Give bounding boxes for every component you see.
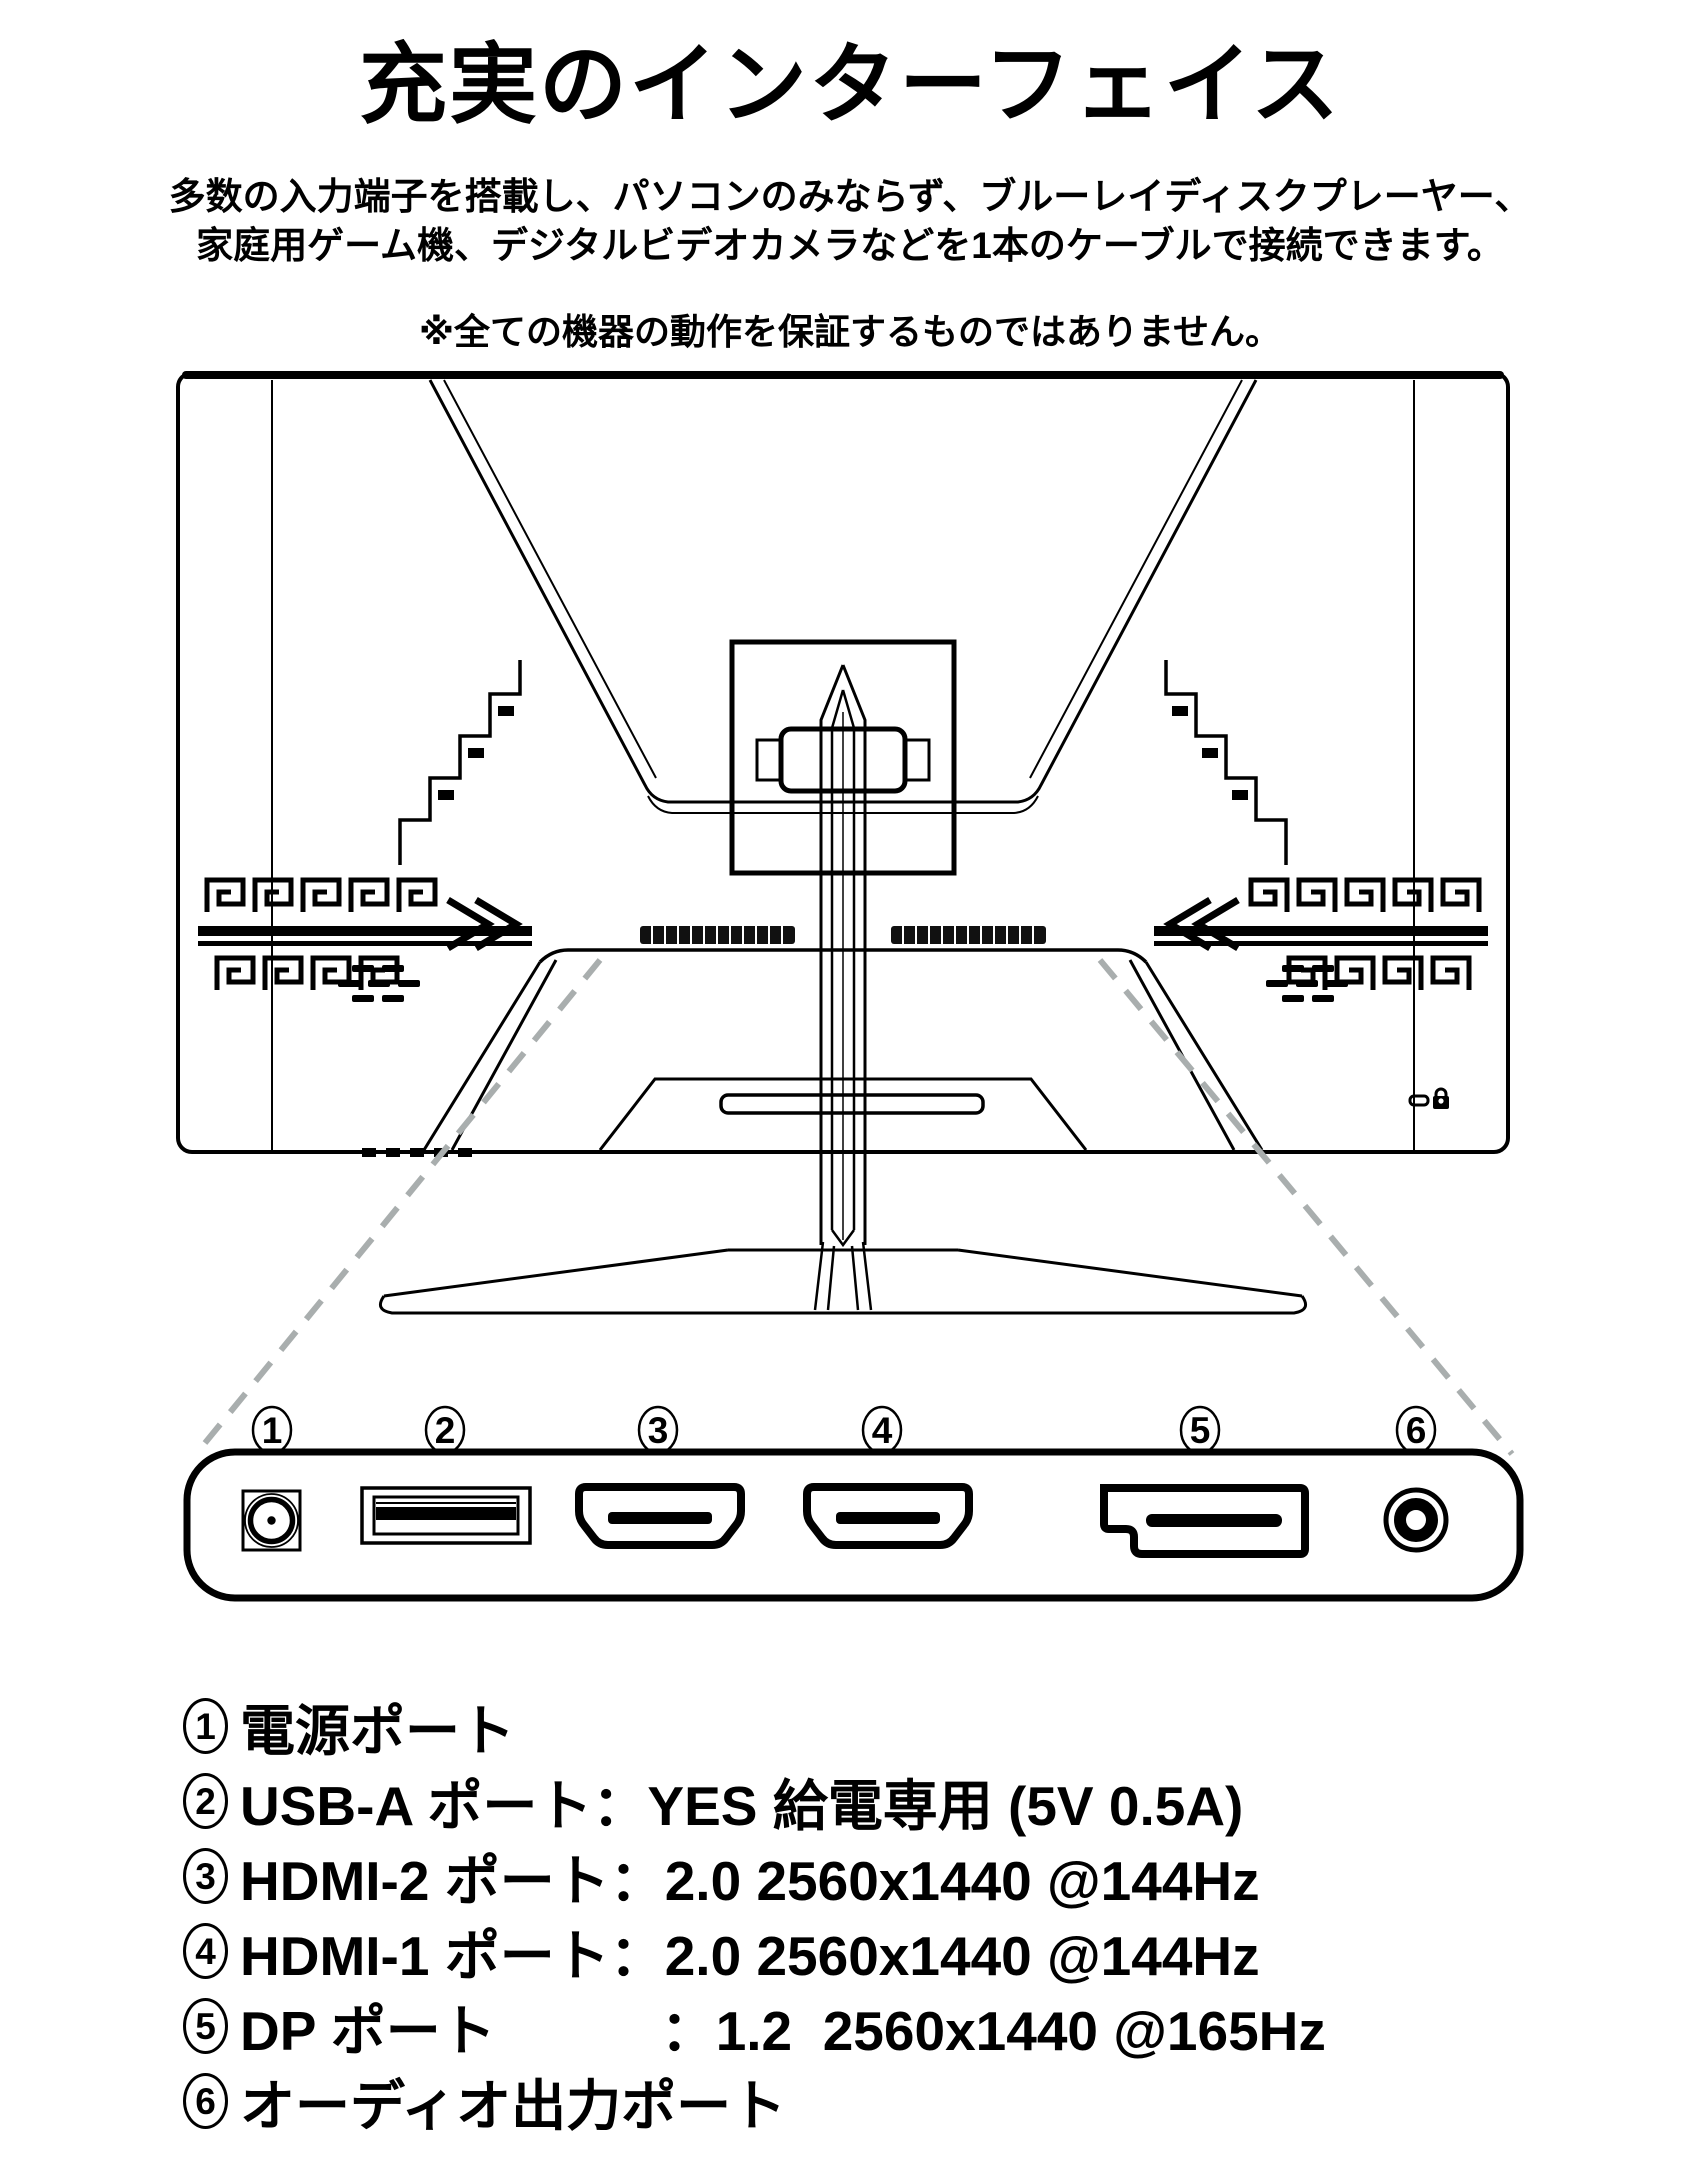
description-line-1: 多数の入力端子を搭載し、パソコンのみならず、ブルーレイディスクプレーヤー、: [168, 176, 1532, 217]
legend-item-power: 1 電源ポート: [183, 1688, 515, 1763]
audio-jack-icon: [1383, 1487, 1449, 1553]
legend-number-badge: 5: [183, 1997, 228, 2054]
svg-text:6: 6: [1406, 1410, 1427, 1451]
legend-label: オーディオ出力ポート: [240, 2074, 787, 2137]
svg-text:3: 3: [648, 1410, 669, 1451]
stand-column: [819, 664, 867, 1248]
callout-4: 4: [861, 1405, 903, 1455]
callout-6: 6: [1395, 1405, 1437, 1455]
legend-label: USB-A ポート：YES 給電専用 (5V 0.5A): [240, 1774, 1244, 1837]
legend-number-badge: 1: [183, 1697, 228, 1754]
legend-item-audio: 6 オーディオ出力ポート: [183, 2063, 786, 2138]
legend-number-badge: 4: [183, 1922, 228, 1979]
legend-label: HDMI-2 ポート：2.0 2560x1440 @144Hz: [240, 1849, 1260, 1912]
legend-item-dp: 5 DP ポート ：1.2 2560x1440 @165Hz: [183, 1988, 1326, 2063]
monitor-top-edge: [182, 371, 1504, 379]
kensington-lock-icon: [1408, 1087, 1449, 1109]
displayport-port-icon: [1100, 1484, 1309, 1558]
stand-base: [378, 1241, 1308, 1315]
hdmi-port-icon: [575, 1483, 745, 1549]
description-line-2: 家庭用ゲーム機、デジタルビデオカメラなどを1本のケーブルで接続できます。: [196, 225, 1504, 266]
port-callouts: 1 2 3 4 5 6: [251, 1405, 1437, 1455]
callout-2: 2: [424, 1405, 466, 1455]
svg-text:2: 2: [435, 1410, 456, 1451]
legend-label: HDMI-1 ポート：2.0 2560x1440 @144Hz: [240, 1924, 1260, 1987]
port-panel: [183, 1448, 1524, 1602]
legend-number-badge: 3: [183, 1847, 228, 1904]
port-recess-strips: [640, 926, 1046, 944]
usb-a-port-icon: [360, 1486, 532, 1545]
page-title: 充実のインターフェイス: [358, 35, 1342, 134]
legend-label: 電源ポート: [240, 1699, 516, 1762]
svg-text:5: 5: [1190, 1410, 1211, 1451]
svg-text:1: 1: [262, 1410, 283, 1451]
legend-number-badge: 2: [183, 1772, 228, 1829]
disclaimer-note: ※全ての機器の動作を保証するものではありません。: [419, 311, 1281, 352]
legend-number-badge: 6: [183, 2072, 228, 2129]
callout-1: 1: [251, 1405, 293, 1455]
legend-label: DP ポート ：1.2 2560x1440 @165Hz: [240, 1999, 1326, 2062]
description-text: 多数の入力端子を搭載し、パソコンのみならず、ブルーレイディスクプレーヤー、 家庭…: [0, 172, 1700, 270]
hdmi-port-icon: [803, 1483, 973, 1549]
legend-item-hdmi1: 4 HDMI-1 ポート：2.0 2560x1440 @144Hz: [183, 1913, 1260, 1988]
monitor-rear-diagram: 1 2 3 4 5 6: [176, 371, 1524, 1602]
legend-item-hdmi2: 3 HDMI-2 ポート：2.0 2560x1440 @144Hz: [183, 1838, 1260, 1913]
callout-5: 5: [1179, 1405, 1221, 1455]
legend-item-usb: 2 USB-A ポート：YES 給電専用 (5V 0.5A): [183, 1763, 1243, 1838]
svg-text:4: 4: [872, 1410, 893, 1451]
dc-power-port-icon: [241, 1489, 302, 1552]
callout-3: 3: [637, 1405, 679, 1455]
zoom-leader-lines: [193, 958, 1515, 1456]
